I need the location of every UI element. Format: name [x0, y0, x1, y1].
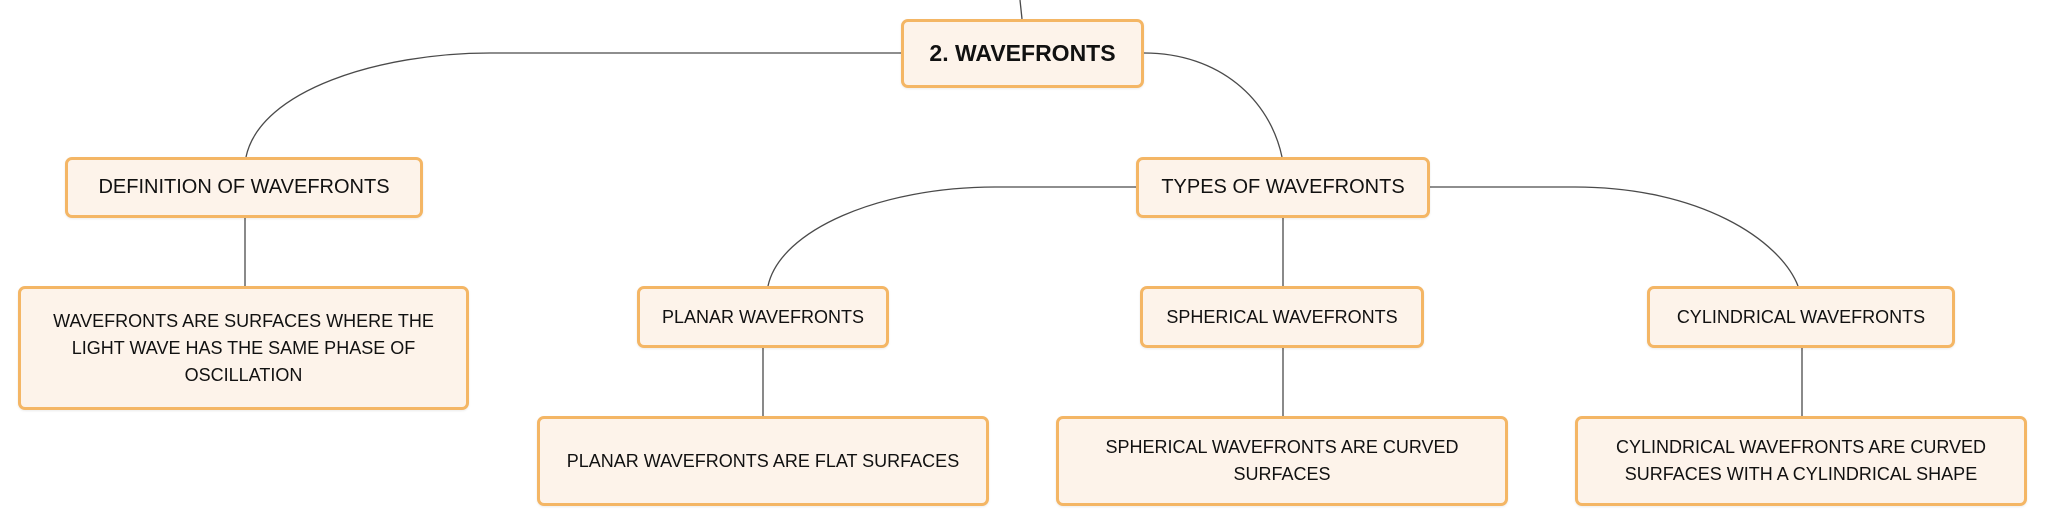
node-planar-wavefronts[interactable]: PLANAR WAVEFRONTS	[637, 286, 889, 348]
node-label: TYPES OF WAVEFRONTS	[1161, 176, 1405, 198]
node-cylindrical-wavefronts[interactable]: CYLINDRICAL WAVEFRONTS	[1647, 286, 1955, 348]
node-label: SPHERICAL WAVEFRONTS ARE CURVED SURFACES	[1105, 437, 1459, 484]
node-label: PLANAR WAVEFRONTS ARE FLAT SURFACES	[566, 450, 960, 471]
node-definition-of-wavefronts[interactable]: DEFINITION OF WAVEFRONTS	[65, 157, 423, 218]
node-cylindrical-detail[interactable]: CYLINDRICAL WAVEFRONTS ARE CURVED SURFAC…	[1575, 416, 2027, 506]
node-spherical-wavefronts[interactable]: SPHERICAL WAVEFRONTS	[1140, 286, 1424, 348]
connector-root-to-types	[1143, 52, 1283, 158]
connector-types-to-planar	[767, 186, 1137, 287]
connector-root-to-definition	[245, 52, 902, 158]
node-label: SPHERICAL WAVEFRONTS	[1166, 306, 1398, 327]
node-label: PLANAR WAVEFRONTS	[661, 306, 865, 327]
node-types-of-wavefronts[interactable]: TYPES OF WAVEFRONTS	[1136, 157, 1430, 218]
node-planar-detail[interactable]: PLANAR WAVEFRONTS ARE FLAT SURFACES	[537, 416, 989, 506]
node-label: CYLINDRICAL WAVEFRONTS ARE CURVED SURFAC…	[1615, 437, 1987, 484]
node-label: CYLINDRICAL WAVEFRONTS	[1676, 306, 1926, 327]
connector-types-to-cylindrical	[1428, 186, 1799, 287]
root-node-label: 2. WAVEFRONTS	[929, 40, 1116, 66]
node-label: WAVEFRONTS ARE SURFACES WHERE THE LIGHT …	[53, 310, 434, 385]
connector-parent-to-root	[1019, 0, 1023, 20]
node-label: DEFINITION OF WAVEFRONTS	[98, 176, 390, 198]
node-spherical-detail[interactable]: SPHERICAL WAVEFRONTS ARE CURVED SURFACES	[1056, 416, 1508, 506]
node-definition-detail[interactable]: WAVEFRONTS ARE SURFACES WHERE THE LIGHT …	[18, 286, 469, 410]
root-node-wavefronts[interactable]: 2. WAVEFRONTS	[901, 19, 1144, 88]
